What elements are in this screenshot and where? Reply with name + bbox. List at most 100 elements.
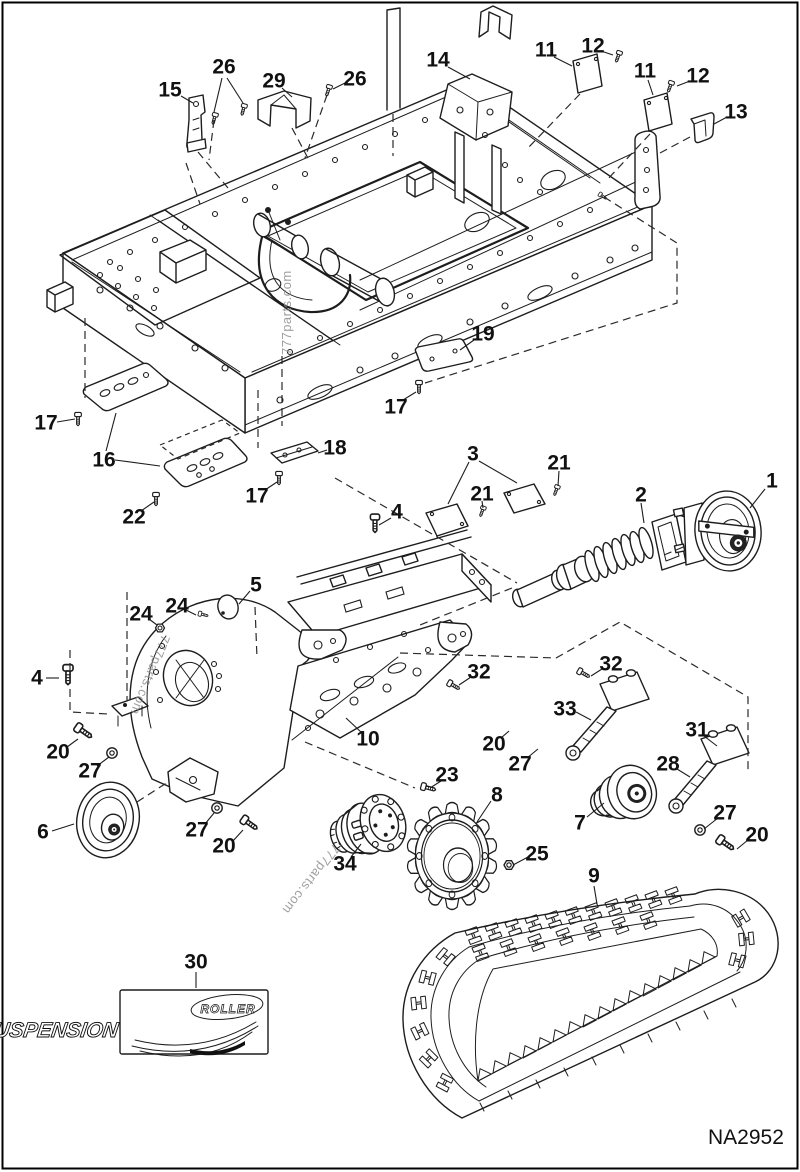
part-callout-17: 17 xyxy=(245,485,268,508)
part-callout-27: 27 xyxy=(508,753,531,776)
washer-27 xyxy=(106,747,118,759)
part-callout-13: 13 xyxy=(724,101,747,124)
part-5-cap xyxy=(217,594,239,620)
part-6-idler-wheel xyxy=(75,781,141,859)
part-callout-9: 9 xyxy=(588,865,600,888)
part-callout-25: 25 xyxy=(525,843,549,866)
part-callout-26: 26 xyxy=(212,56,235,79)
leader-lines xyxy=(46,50,766,988)
part-callout-24: 24 xyxy=(129,603,153,626)
part-callout-22: 22 xyxy=(122,506,145,529)
part-34-drive-motor xyxy=(329,793,407,855)
part-3-covers xyxy=(425,483,546,537)
drawing-code: NA2952 xyxy=(708,1126,784,1149)
frame-holes xyxy=(96,116,639,404)
part-callout-27: 27 xyxy=(713,802,736,825)
bolt-23 xyxy=(419,781,438,795)
decal-border xyxy=(119,989,269,1055)
part-callout-26: 26 xyxy=(343,68,366,91)
part-11-plates xyxy=(572,53,673,132)
part-callout-27: 27 xyxy=(185,819,208,842)
bolt-32 xyxy=(575,666,592,681)
part-callout-18: 18 xyxy=(323,437,347,460)
decal-roller-text: ROLLER xyxy=(200,1002,255,1016)
bolt-22 xyxy=(152,491,160,507)
part-callout-20: 20 xyxy=(212,835,235,858)
part-1-idler-wheel xyxy=(672,490,762,572)
bolt-21 xyxy=(477,504,488,518)
part-29-bracket xyxy=(257,90,312,129)
part-callout-32: 32 xyxy=(599,653,622,676)
part-callout-30: 30 xyxy=(184,951,207,974)
part-callout-20: 20 xyxy=(745,824,768,847)
alignment-dashes xyxy=(69,93,749,803)
bolt-4 xyxy=(369,513,381,534)
part-callout-21: 21 xyxy=(470,483,494,506)
part-callout-29: 29 xyxy=(262,70,285,93)
part-callout-17: 17 xyxy=(34,412,57,435)
track-edge-ticks xyxy=(479,998,737,1112)
part-callout-12: 12 xyxy=(686,65,709,88)
part-callout-10: 10 xyxy=(356,728,379,751)
part-callout-28: 28 xyxy=(656,753,680,776)
part-callout-20: 20 xyxy=(482,733,505,756)
part-callout-6: 6 xyxy=(37,821,49,844)
bolt-4 xyxy=(62,663,74,686)
part-callout-14: 14 xyxy=(426,49,450,72)
part-7-roller xyxy=(589,764,658,820)
part-callout-7: 7 xyxy=(574,812,586,835)
bolt-26 xyxy=(238,102,249,117)
bolt-26 xyxy=(209,111,220,126)
part-callout-34: 34 xyxy=(333,853,357,876)
part-18-plate xyxy=(270,441,319,464)
part-callout-2: 2 xyxy=(635,484,647,507)
part-19-plate xyxy=(414,338,474,372)
part-callout-17: 17 xyxy=(384,396,407,419)
part-callout-3: 3 xyxy=(467,443,479,466)
part-callout-24: 24 xyxy=(165,595,189,618)
bolt-21 xyxy=(551,483,562,497)
decal-suspension-text: SUSPENSION xyxy=(0,1019,120,1042)
bolt-20 xyxy=(714,833,738,854)
bolt-26 xyxy=(323,83,334,98)
part-30-decal: ROLLER SUSPENSION xyxy=(0,989,269,1057)
part-callout-20: 20 xyxy=(46,741,69,764)
part-callout-4: 4 xyxy=(391,501,403,524)
part-callout-19: 19 xyxy=(471,323,494,346)
bolt-12 xyxy=(664,79,676,94)
part-14-main-frame xyxy=(46,5,661,434)
bolt-32 xyxy=(445,678,462,693)
bolt-20 xyxy=(72,721,96,742)
part-callout-33: 33 xyxy=(553,698,576,721)
part-28-roller-bracket xyxy=(668,724,750,814)
part-callout-15: 15 xyxy=(158,79,182,102)
washer-27 xyxy=(694,824,706,836)
part-callout-11: 11 xyxy=(535,39,558,62)
part-callout-27: 27 xyxy=(78,760,101,783)
part-callout-1: 1 xyxy=(766,470,778,493)
part-callout-31: 31 xyxy=(685,719,709,742)
part-callout-16: 16 xyxy=(92,449,115,472)
part-callout-32: 32 xyxy=(467,661,490,684)
part-15-bracket xyxy=(186,94,207,153)
part-10-track-frame xyxy=(111,597,471,807)
part-callout-12: 12 xyxy=(581,35,604,58)
washer-27 xyxy=(211,802,223,814)
nut-25 xyxy=(503,860,515,870)
bolt-12 xyxy=(612,49,624,64)
part-2-track-tensioner xyxy=(511,513,700,608)
part-callout-23: 23 xyxy=(435,764,458,787)
nut-24 xyxy=(154,623,166,633)
bolt-17 xyxy=(74,411,82,427)
part-33-roller-bracket xyxy=(565,669,650,761)
part-callout-8: 8 xyxy=(491,784,503,807)
part-9-rubber-track xyxy=(402,885,779,1119)
part-13-bracket xyxy=(690,112,715,144)
watermark-text: 777parts.com xyxy=(279,270,294,355)
bolt-17 xyxy=(415,379,423,395)
part-callout-4: 4 xyxy=(31,667,43,690)
